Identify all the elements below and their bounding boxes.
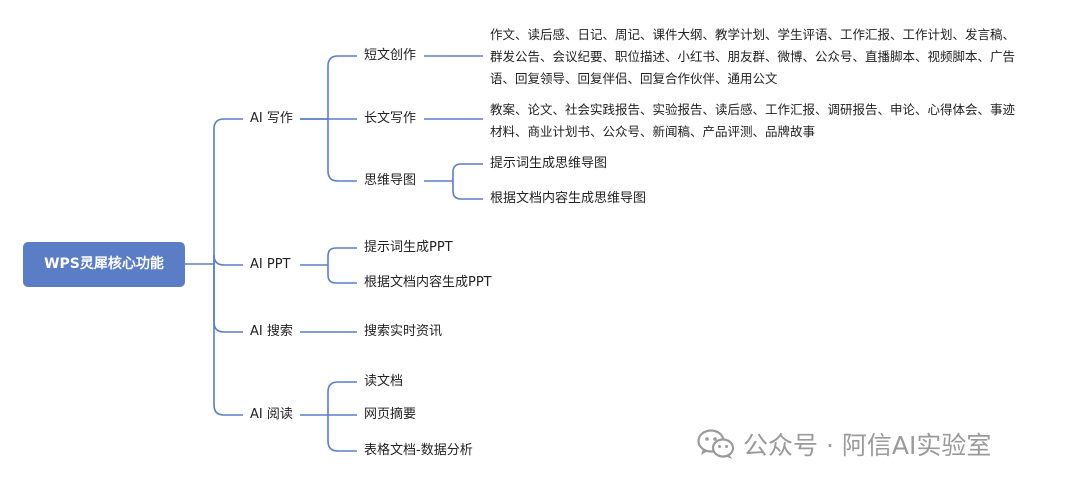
leaf-line: 材料、商业计划书、公众号、新闻稿、产品评测、品牌故事 <box>490 124 816 139</box>
leaf-line: 语、回复领导、回复伴侣、回复合作伙伴、通用公文 <box>490 71 778 86</box>
connector-line <box>327 415 357 452</box>
branch-ai-ppt: AI PPT <box>250 257 291 272</box>
node-short-writing: 短文创作 <box>364 48 417 63</box>
leaf-short-writing: 作文、读后感、日记、周记、课件大纲、教学计划、学生评语、工作汇报、工作计划、发言… <box>490 24 1060 90</box>
node-mind-map: 思维导图 <box>364 173 417 188</box>
leaf-ppt-prompt: 提示词生成PPT <box>364 240 453 255</box>
connector-line <box>327 381 357 415</box>
branch-ai-writing: AI 写作 <box>250 111 293 126</box>
leaf-sheet-analysis: 表格文档-数据分析 <box>364 443 473 458</box>
connector-line <box>452 163 483 181</box>
leaf-mindmap-doc: 根据文档内容生成思维导图 <box>490 191 647 206</box>
root-node: WPS灵犀核心功能 <box>23 242 185 287</box>
node-long-writing: 长文写作 <box>364 111 417 126</box>
leaf-line: 群发公告、会议纪要、职位描述、小红书、朋友群、微博、公众号、直播脚本、视频脚本、… <box>490 49 1016 64</box>
leaf-read-doc: 读文档 <box>364 374 404 389</box>
leaf-search-news: 搜索实时资讯 <box>364 324 443 339</box>
leaf-line: 教案、论文、社会实践报告、实验报告、读后感、工作汇报、调研报告、申论、心得体会、… <box>490 102 1016 117</box>
connector-line <box>213 264 243 333</box>
connector-line <box>452 181 483 200</box>
watermark-text: 公众号 · 阿信AI实验室 <box>743 431 992 460</box>
watermark: 公众号 · 阿信AI实验室 <box>697 424 991 464</box>
connector-line <box>327 119 357 182</box>
connector-line <box>327 265 357 284</box>
connector-line <box>327 55 357 119</box>
leaf-web-summary: 网页摘要 <box>364 407 417 422</box>
branch-ai-reading: AI 阅读 <box>250 407 293 422</box>
branch-ai-search: AI 搜索 <box>250 324 293 339</box>
leaf-ppt-doc: 根据文档内容生成PPT <box>364 275 492 290</box>
connector-line <box>327 247 357 265</box>
leaf-long-writing: 教案、论文、社会实践报告、实验报告、读后感、工作汇报、调研报告、申论、心得体会、… <box>490 99 1060 143</box>
connector-line <box>213 118 243 264</box>
leaf-mindmap-prompt: 提示词生成思维导图 <box>490 156 608 171</box>
connector-line <box>213 264 243 416</box>
wechat-icon <box>697 429 735 459</box>
leaf-line: 作文、读后感、日记、周记、课件大纲、教学计划、学生评语、工作汇报、工作计划、发言… <box>490 27 1016 42</box>
connector-line <box>213 254 243 266</box>
